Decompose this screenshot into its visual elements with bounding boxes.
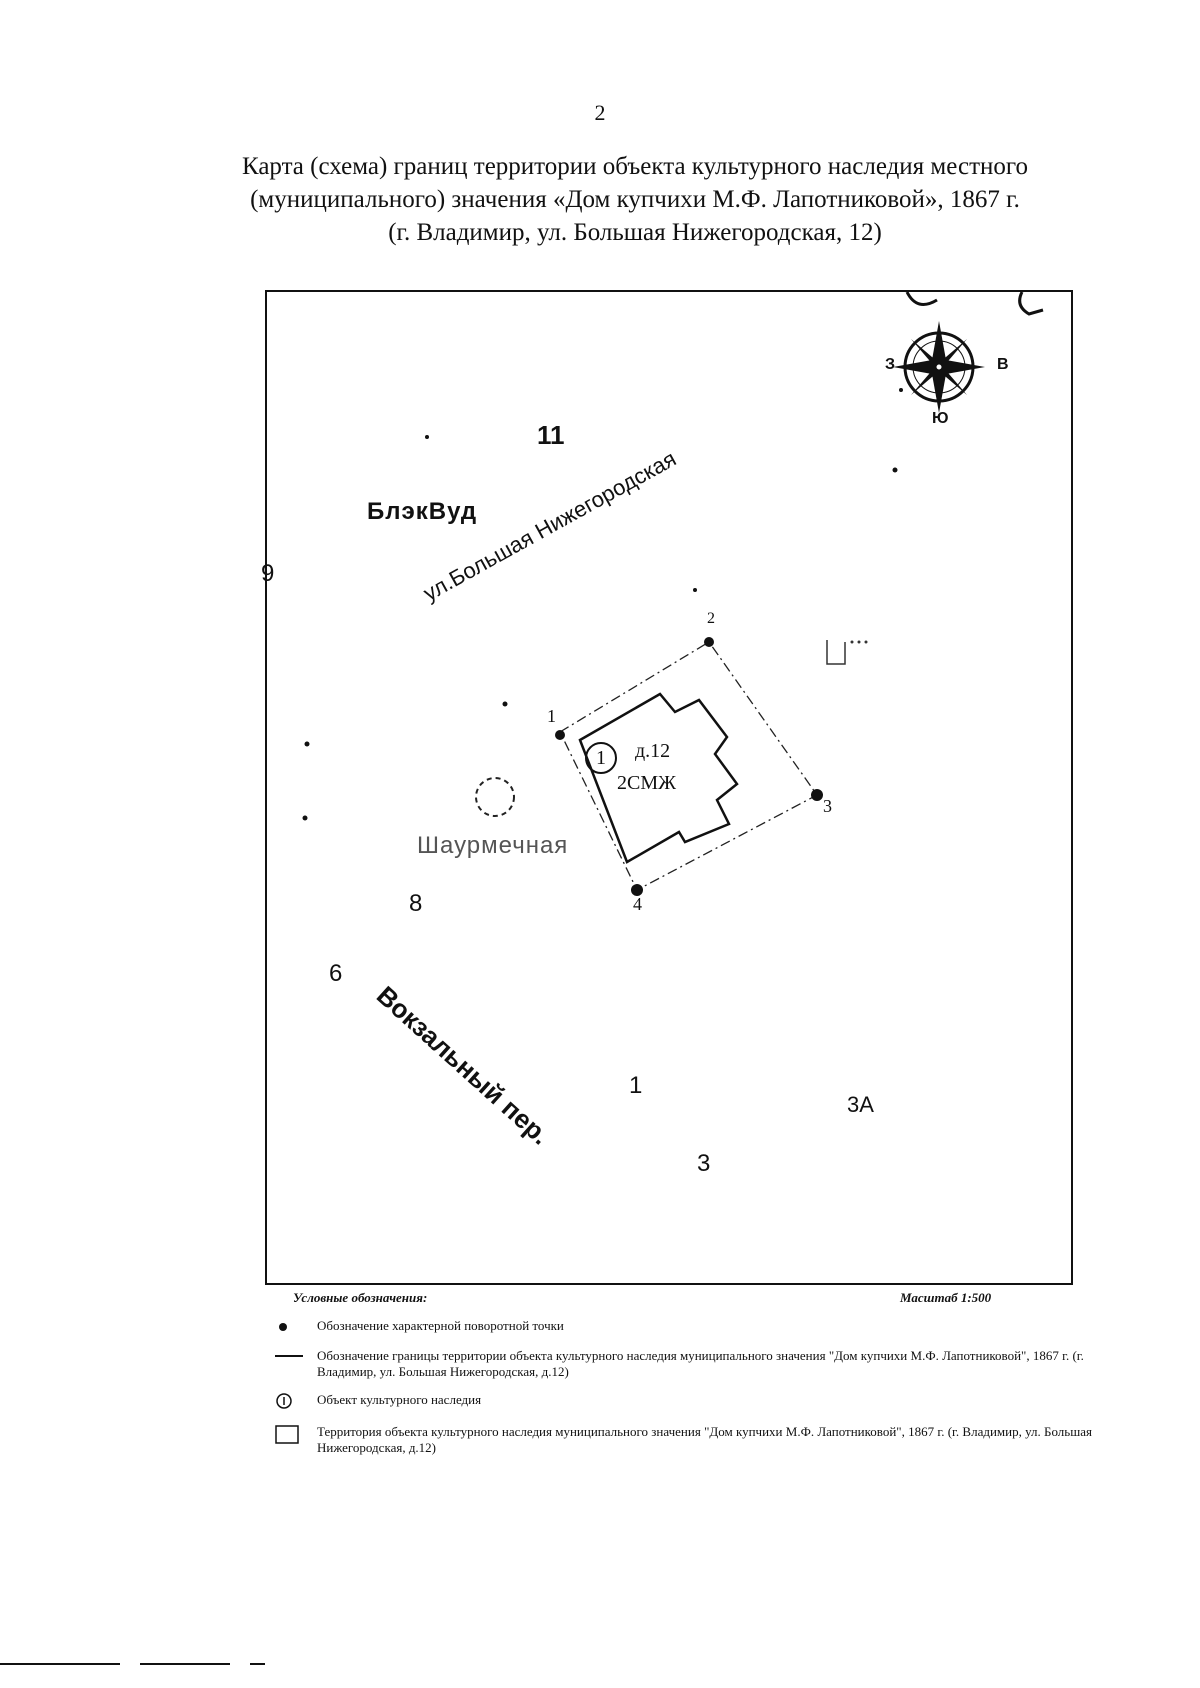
footer-lines	[0, 1663, 265, 1665]
neighbor-11: 11	[537, 420, 565, 450]
building-type: 2СМЖ	[617, 772, 677, 794]
shaurma-label: Шаурмечная	[417, 832, 569, 859]
neighbor-8: 8	[409, 890, 423, 917]
corner-point-4	[631, 884, 643, 896]
title-line-1: Карта (схема) границ территории объекта …	[241, 153, 1029, 180]
corner-label-3: 3	[823, 796, 832, 816]
neighbor-6: 6	[329, 960, 343, 987]
corner-label-4: 4	[633, 894, 642, 914]
legend-item-point: Обозначение характерной поворотной точки	[275, 1318, 1095, 1338]
neighbor-9: 9	[261, 560, 275, 587]
object-number: 1	[596, 747, 606, 769]
map-scale: Масштаб 1:500	[900, 1290, 992, 1305]
page-number: 2	[594, 100, 606, 125]
corner-point-3	[811, 789, 823, 801]
neighbor-3: 3	[697, 1150, 711, 1177]
title-line-3: (г. Владимир, ул. Большая Нижегородская,…	[388, 219, 882, 246]
map-drawing	[302, 291, 1044, 896]
compass-east: В	[997, 356, 1009, 373]
object-number-badge: 1	[585, 742, 617, 774]
legend-item-territory: Территория объекта культурного наследия …	[275, 1424, 1095, 1460]
corner-point-1	[555, 730, 565, 740]
business-label: БлэкВуд	[367, 498, 478, 525]
corner-label-1: 1	[547, 706, 556, 726]
legend-header: Условные обозначения:	[293, 1290, 428, 1305]
dot-icon	[279, 1323, 287, 1331]
line-icon	[275, 1355, 303, 1357]
building-hint-icon	[826, 640, 846, 665]
neighbor-3a: 3А	[847, 1092, 874, 1117]
compass-west: З	[885, 356, 896, 373]
title-line-2: (муниципального) значения «Дом купчихи М…	[250, 186, 1020, 213]
document-title: Карта (схема) границ территории объекта …	[170, 150, 1100, 249]
corner-point-2	[704, 637, 714, 647]
tree-icon	[475, 777, 515, 817]
legend-item-object: Объект культурного наследия	[275, 1392, 1095, 1412]
compass-south: Ю	[932, 410, 949, 427]
building-outline	[578, 692, 739, 864]
legend-item-boundary: Обозначение границы территории объекта к…	[275, 1348, 1095, 1384]
map-frame: З В Ю ул.Большая Нижегородская БлэкВуд В…	[261, 290, 1073, 1285]
neighbor-1: 1	[629, 1072, 643, 1099]
corner-label-2: 2	[707, 610, 715, 627]
circled-one-icon	[276, 1393, 292, 1409]
square-outline-icon	[275, 1425, 299, 1444]
compass-rose-icon	[893, 321, 985, 413]
house-number: д.12	[635, 740, 671, 762]
